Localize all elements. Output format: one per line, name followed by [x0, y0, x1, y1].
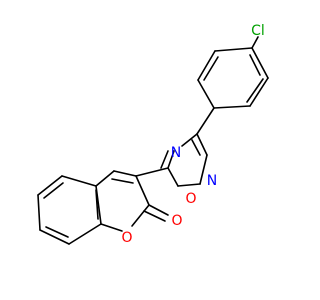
- bond: [199, 154, 208, 185]
- carbonyl-oxygen-label: O: [171, 213, 182, 229]
- bond: [167, 167, 179, 187]
- bond: [143, 210, 166, 222]
- bond: [196, 107, 215, 135]
- bond-layer: [37, 36, 269, 245]
- bond: [113, 170, 137, 177]
- atom-label-layer: Cl N N O O O: [121, 23, 264, 246]
- molecule-structure: Cl N N O O O: [37, 23, 269, 246]
- bond: [251, 47, 269, 79]
- bond: [167, 150, 175, 169]
- bond: [203, 56, 219, 81]
- bond: [135, 175, 150, 206]
- bond: [191, 139, 201, 156]
- bond: [160, 150, 169, 169]
- bond: [214, 47, 253, 52]
- bond: [249, 77, 269, 107]
- bond: [95, 170, 115, 187]
- bond: [100, 223, 123, 232]
- bond: [95, 189, 99, 220]
- bond: [213, 105, 251, 109]
- nitrogen-atom-label: N: [207, 173, 217, 189]
- bond: [177, 183, 201, 187]
- bond: [246, 78, 264, 103]
- bond: [249, 54, 261, 76]
- bond: [197, 79, 215, 109]
- bond: [45, 226, 69, 238]
- bond: [135, 167, 169, 177]
- bond: [196, 133, 208, 156]
- bond: [43, 182, 64, 199]
- bond: [39, 229, 70, 245]
- chlorine-atom-label: Cl: [251, 23, 265, 39]
- bond: [181, 133, 198, 147]
- bond: [251, 36, 259, 49]
- bond: [111, 178, 134, 184]
- bond: [37, 194, 41, 231]
- bond: [131, 204, 150, 227]
- bond: [197, 50, 216, 81]
- lactone-oxygen-label: O: [121, 230, 132, 246]
- molecule-canvas: Cl N N O O O: [37, 23, 269, 246]
- nitrogen-atom-label: N: [171, 145, 181, 161]
- bond: [68, 223, 102, 245]
- bond: [61, 175, 97, 187]
- bond: [37, 175, 63, 196]
- oxadiazole-oxygen-label: O: [185, 191, 196, 207]
- bond: [148, 204, 169, 216]
